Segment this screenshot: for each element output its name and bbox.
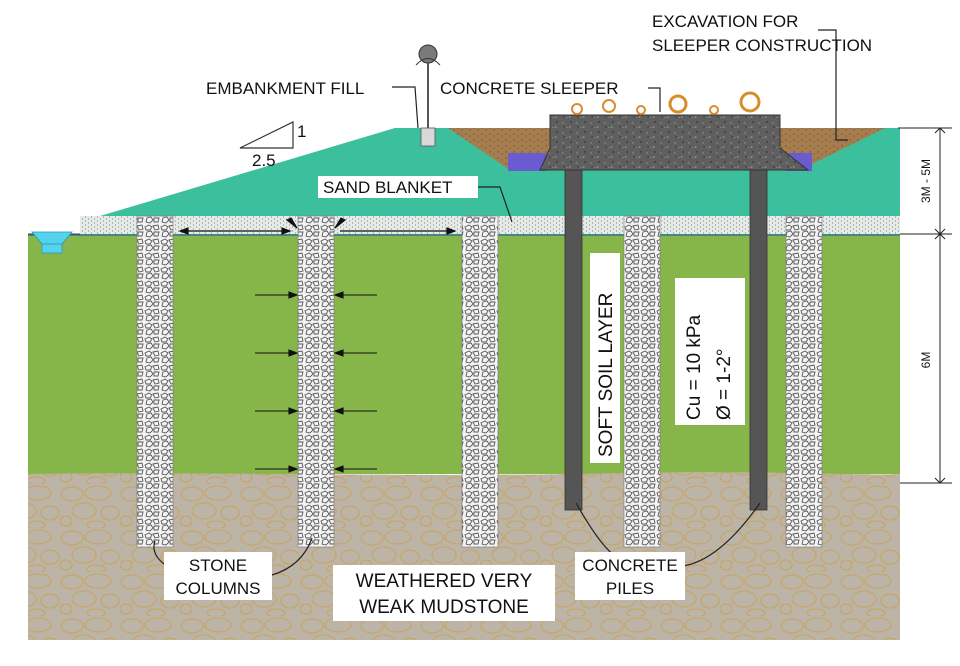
rings-on-sleeper [571, 91, 761, 115]
label-bg-embankment [200, 77, 392, 99]
stone-column [136, 215, 174, 548]
stone-columns [136, 215, 823, 548]
drainage-arrows [178, 217, 457, 235]
stone-column [623, 215, 661, 548]
leader-excavation [818, 29, 848, 141]
label-bg-mudstone [333, 565, 555, 621]
leader-pile-2 [682, 502, 761, 567]
label-mudstone-line2: WEAK MUDSTONE [359, 597, 529, 618]
slope-indicator: 1 2.5 [239, 121, 306, 170]
confinement-arrows [255, 291, 377, 473]
label-sand-blanket: SAND BLANKET [323, 178, 452, 197]
label-stone-columns-line1: STONE [189, 556, 247, 575]
label-bg-sleeper [434, 77, 648, 99]
label-cu: Cu = 10 kPa [684, 314, 705, 420]
label-bg-stone-columns [164, 552, 272, 600]
label-concrete-piles-line1: CONCRETE [582, 556, 677, 575]
label-excavation-line2: SLEEPER CONSTRUCTION [652, 36, 872, 55]
leader-sand-blanket [478, 186, 513, 223]
label-bg-soil-params [675, 278, 745, 425]
leader-embankment [392, 86, 419, 129]
water-table-icon [31, 231, 73, 254]
label-soft-soil-layer: SOFT SOIL LAYER [596, 293, 617, 457]
concrete-sleeper [539, 114, 810, 171]
label-phi: Ø = 1-2° [714, 349, 735, 421]
stone-column [297, 215, 335, 548]
purple-bedding-left [508, 153, 546, 171]
label-stone-columns-line2: COLUMNS [175, 579, 260, 598]
leader-stone-column-2 [271, 537, 313, 576]
label-bg-soft-soil [590, 253, 620, 463]
label-bg-excavation [646, 8, 818, 58]
label-excavation-line1: EXCAVATION FOR [652, 12, 798, 31]
dim-soft-layer-depth: 6M [919, 352, 933, 369]
concrete-pile [564, 169, 583, 511]
dim-embankment-height: 3M - 5M [919, 159, 933, 203]
leader-sleeper [648, 87, 661, 112]
label-bg-piles [575, 552, 685, 600]
settlement-marker [415, 44, 441, 147]
stone-column [461, 215, 499, 548]
slope-rise: 1 [297, 122, 306, 141]
label-bg-sand [318, 176, 478, 198]
label-concrete-sleeper: CONCRETE SLEEPER [440, 79, 619, 98]
slope-run: 2.5 [252, 151, 276, 170]
dimension-lines: 3M - 5M 6M [898, 127, 952, 484]
label-concrete-piles-line2: PILES [606, 579, 654, 598]
concrete-pile [749, 169, 768, 511]
stone-column [785, 215, 823, 548]
label-mudstone-line1: WEATHERED VERY [356, 571, 533, 592]
label-embankment-fill: EMBANKMENT FILL [206, 79, 364, 98]
